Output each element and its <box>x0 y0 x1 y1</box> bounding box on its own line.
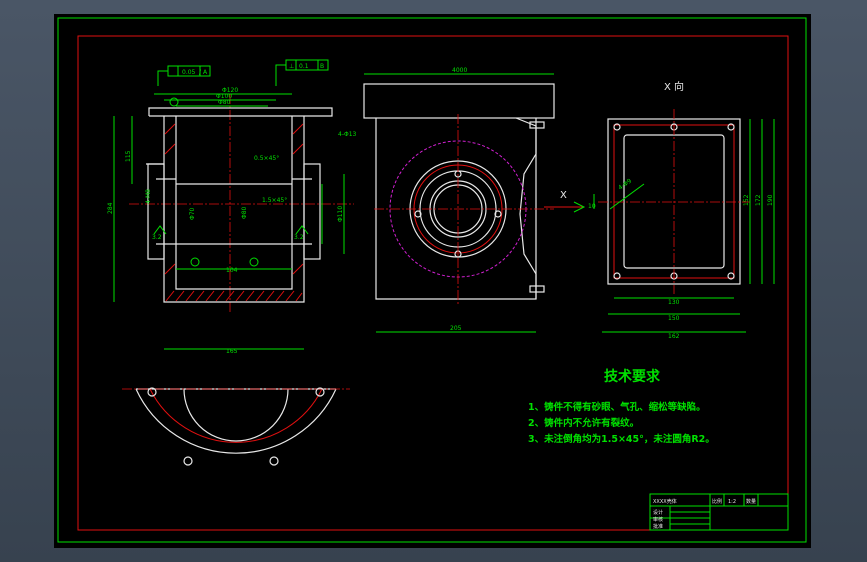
drawing-sheet[interactable]: / 0.05 A ⊥ 0.1 B Φ120 Φ100 Φ80 4-Φ13 284… <box>54 14 811 548</box>
inner-frame <box>77 35 789 531</box>
outer-border <box>57 17 807 543</box>
dim-rx-w2: 150 <box>668 315 680 322</box>
section-marker: X <box>560 190 567 201</box>
dim-bolt: 4-Φ9 <box>617 177 633 191</box>
dim-mid-base: 205 <box>450 325 462 332</box>
dim-rx-side: 10 <box>588 203 596 210</box>
dim-holes: 4-Φ13 <box>338 131 357 138</box>
engineering-drawing: / 0.05 A ⊥ 0.1 B Φ120 Φ100 Φ80 4-Φ13 284… <box>57 17 807 543</box>
right-x-view <box>593 109 775 333</box>
left-section-view <box>113 59 354 350</box>
view-label: X 向 <box>664 80 684 93</box>
dim-rx-h1: 152 <box>743 194 750 206</box>
dim-height-total: 284 <box>107 202 114 214</box>
tech-req-item-2: 2、铸件内不允许有裂纹。 <box>528 417 639 429</box>
tech-req-title: 技术要求 <box>604 368 661 385</box>
dim-d-inner: Φ70 <box>189 207 196 220</box>
ftol-1-sym: / <box>199 69 202 76</box>
tb-row-3: 批准 <box>653 523 663 530</box>
middle-front-view <box>363 73 586 333</box>
dim-rx-h2: 172 <box>755 194 762 206</box>
dim-rx-h3: 190 <box>767 194 774 206</box>
dim-mid-width: 4000 <box>452 67 467 74</box>
ftol-1-ref: A <box>203 69 208 76</box>
dim-chamfer-2: 1.5×45° <box>262 197 287 204</box>
dim-h-upper: 115 <box>125 150 132 162</box>
dim-rx-w1: 130 <box>668 299 680 306</box>
ftol-2-ref: B <box>320 63 324 70</box>
dim-w-inner: 104 <box>226 267 238 274</box>
tb-cell-2: 1:2 <box>728 499 736 505</box>
ftol-1-val: 0.05 <box>182 69 196 76</box>
dim-chamfer-1: 0.5×45° <box>254 155 279 162</box>
dim-d-bore: Φ110 <box>337 206 344 222</box>
dim-d80: Φ80 <box>218 99 231 106</box>
ftol-2-val: 0.1 <box>299 63 309 70</box>
dim-side-thread: 4-M8 <box>145 189 152 204</box>
dim-d100: Φ100 <box>216 93 232 100</box>
tb-part-name: XXXX壳体 <box>653 498 677 505</box>
dim-sr2: 3.2 <box>294 234 304 241</box>
tech-req-item-3: 3、未注倒角均为1.5×45°，未注圆角R2。 <box>528 433 715 445</box>
tb-cell-1: 比例 <box>712 498 722 505</box>
ftol-2-sym: ⊥ <box>289 63 294 70</box>
tb-row-2: 审核 <box>653 516 663 523</box>
dim-d120: Φ120 <box>222 87 238 94</box>
bottom-flange-view <box>122 387 350 466</box>
dim-rx-w3: 162 <box>668 333 680 340</box>
dim-w-base: 165 <box>226 348 238 355</box>
tb-cell-3: 数量 <box>746 498 756 505</box>
dim-d-mid: Φ80 <box>241 206 248 219</box>
tech-req-item-1: 1、铸件不得有砂眼、气孔、缩松等缺陷。 <box>528 401 706 413</box>
title-block <box>649 493 789 531</box>
dim-sr1: 3.2 <box>152 234 162 241</box>
tb-row-1: 设计 <box>653 509 663 516</box>
